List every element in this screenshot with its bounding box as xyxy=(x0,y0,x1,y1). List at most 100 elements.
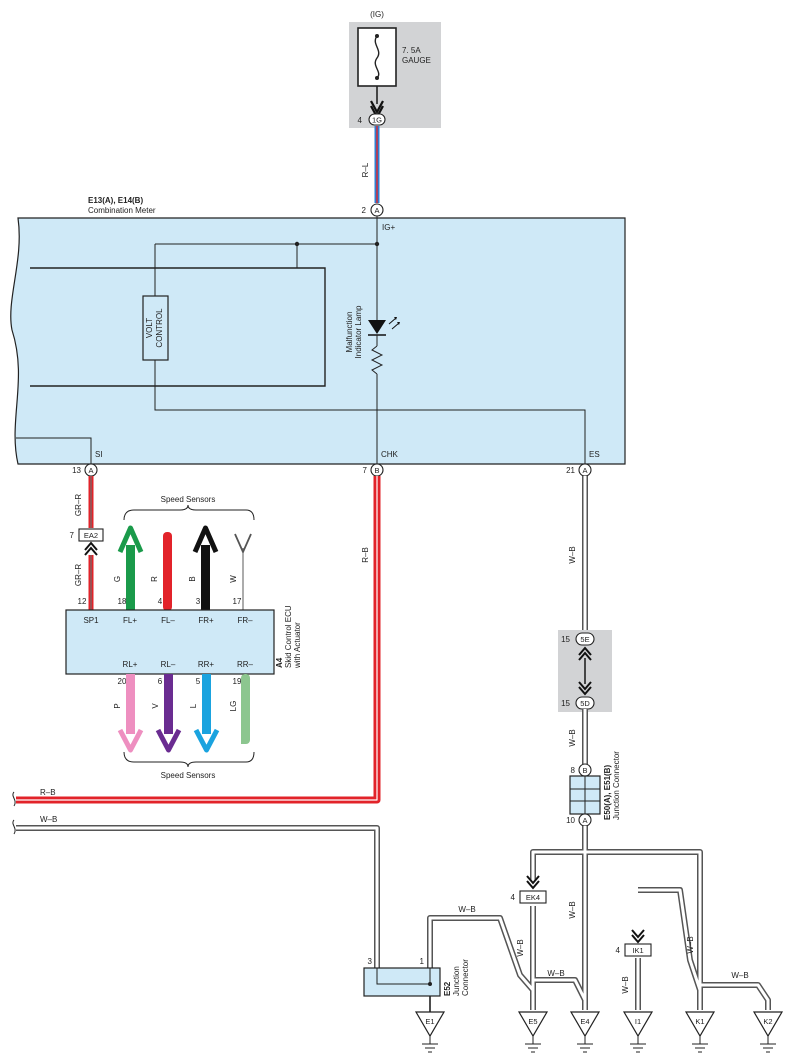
svg-text:19: 19 xyxy=(233,677,242,686)
svg-text:1: 1 xyxy=(420,957,425,966)
svg-text:W–B: W–B xyxy=(40,815,57,824)
speed-sensors-brace-bottom xyxy=(123,751,255,768)
wire-fr-plus xyxy=(201,545,210,611)
resistor-icon xyxy=(370,345,384,375)
svg-text:GR–R: GR–R xyxy=(74,564,83,586)
ecu-name-1: Skid Control ECU xyxy=(284,605,293,668)
ecu-name-2: with Actuator xyxy=(293,622,302,669)
svg-text:SP1: SP1 xyxy=(83,616,99,625)
speed-sensors-bottom: Speed Sensors xyxy=(161,771,216,780)
svg-text:K2: K2 xyxy=(763,1017,772,1026)
lamp-label-1: Malfunction xyxy=(345,312,354,353)
svg-text:A: A xyxy=(88,466,93,475)
igplus-label: IG+ xyxy=(382,223,395,232)
svg-text:L: L xyxy=(189,703,198,708)
svg-text:I1: I1 xyxy=(635,1017,641,1026)
svg-text:W–B: W–B xyxy=(568,729,577,746)
svg-text:W–B: W–B xyxy=(621,976,630,993)
svg-text:15: 15 xyxy=(561,699,570,708)
svg-text:A: A xyxy=(582,466,587,475)
svg-text:W–B: W–B xyxy=(568,546,577,563)
fuse-name: GAUGE xyxy=(402,56,431,65)
wire-rr-plus xyxy=(202,674,211,734)
svg-text:K1: K1 xyxy=(695,1017,704,1026)
ground-e4: E4 xyxy=(569,1011,601,1053)
svg-text:FR–: FR– xyxy=(237,616,253,625)
wire-fl-minus xyxy=(163,532,172,611)
ground-e5: E5 xyxy=(517,1011,549,1053)
fuse-rating: 7. 5A xyxy=(402,46,421,55)
svg-text:13: 13 xyxy=(72,466,81,475)
svg-text:A: A xyxy=(582,816,587,825)
svg-text:G: G xyxy=(113,576,122,582)
svg-text:W–B: W–B xyxy=(458,905,475,914)
ground-k2: K2 xyxy=(752,1011,784,1053)
svg-text:FL–: FL– xyxy=(161,616,175,625)
svg-text:W–B: W–B xyxy=(686,936,695,953)
svg-text:CONTROL: CONTROL xyxy=(155,308,164,348)
svg-text:EA2: EA2 xyxy=(84,531,98,540)
svg-text:V: V xyxy=(151,703,160,709)
svg-text:FL+: FL+ xyxy=(123,616,137,625)
svg-text:21: 21 xyxy=(566,466,575,475)
si-label: SI xyxy=(95,450,103,459)
svg-text:W: W xyxy=(229,575,238,583)
ground-k1: K1 xyxy=(684,1011,716,1053)
svg-text:GR–R: GR–R xyxy=(74,494,83,516)
skid-control-ecu xyxy=(65,609,275,675)
svg-text:P: P xyxy=(113,703,122,708)
svg-text:3: 3 xyxy=(368,957,373,966)
speed-sensors-top: Speed Sensors xyxy=(161,495,216,504)
wire-rl-label: R–L xyxy=(361,162,370,177)
svg-text:LG: LG xyxy=(229,701,238,712)
wire-fl-plus xyxy=(126,545,135,611)
svg-text:2: 2 xyxy=(362,206,367,215)
svg-text:Connector: Connector xyxy=(461,959,470,996)
ecu-id: A4 xyxy=(275,657,284,668)
ground-e1: E1 xyxy=(414,1011,446,1053)
svg-text:W–B: W–B xyxy=(516,939,525,956)
meter-id: E13(A), E14(B) xyxy=(88,196,143,205)
svg-text:R: R xyxy=(150,576,159,582)
svg-text:3: 3 xyxy=(196,597,201,606)
connector-1g xyxy=(368,113,386,126)
wire-rl-plus xyxy=(126,674,135,734)
speed-sensors-brace-top xyxy=(123,504,255,521)
connector-ea2 xyxy=(78,528,104,542)
ig-label: (IG) xyxy=(370,10,384,19)
svg-text:5D: 5D xyxy=(580,699,590,708)
svg-text:E4: E4 xyxy=(580,1017,589,1026)
svg-text:1G: 1G xyxy=(372,116,382,125)
svg-text:B: B xyxy=(582,766,587,775)
wire-wb-left xyxy=(16,825,380,968)
svg-text:FR+: FR+ xyxy=(198,616,214,625)
volt-control-block xyxy=(30,267,326,387)
wire-rl-minus xyxy=(164,674,173,734)
svg-text:E5: E5 xyxy=(528,1017,537,1026)
svg-text:W–B: W–B xyxy=(731,971,748,980)
ground-i1: I1 xyxy=(622,1011,654,1053)
jc50-id: E50(A), E51(B) xyxy=(603,765,612,820)
break-mark xyxy=(12,791,16,835)
svg-text:EK4: EK4 xyxy=(526,893,540,902)
connector-5e xyxy=(575,632,595,646)
svg-text:17: 17 xyxy=(233,597,242,606)
svg-text:7: 7 xyxy=(70,531,75,540)
svg-text:B: B xyxy=(188,576,197,581)
connector-ik1 xyxy=(624,943,652,957)
svg-text:RL+: RL+ xyxy=(123,660,138,669)
malfunction-lamp-icon xyxy=(368,320,386,334)
svg-text:6: 6 xyxy=(158,677,163,686)
chevron-up-icon xyxy=(84,541,98,556)
svg-text:RL–: RL– xyxy=(161,660,176,669)
ground-branches xyxy=(427,826,771,1010)
svg-text:15: 15 xyxy=(561,635,570,644)
svg-text:RR+: RR+ xyxy=(198,660,215,669)
svg-text:IK1: IK1 xyxy=(632,946,643,955)
svg-text:W–B: W–B xyxy=(547,969,564,978)
wire-rr-minus xyxy=(241,674,250,744)
svg-text:R–B: R–B xyxy=(361,547,370,563)
lamp-label-2: Indicator Lamp xyxy=(354,305,363,358)
